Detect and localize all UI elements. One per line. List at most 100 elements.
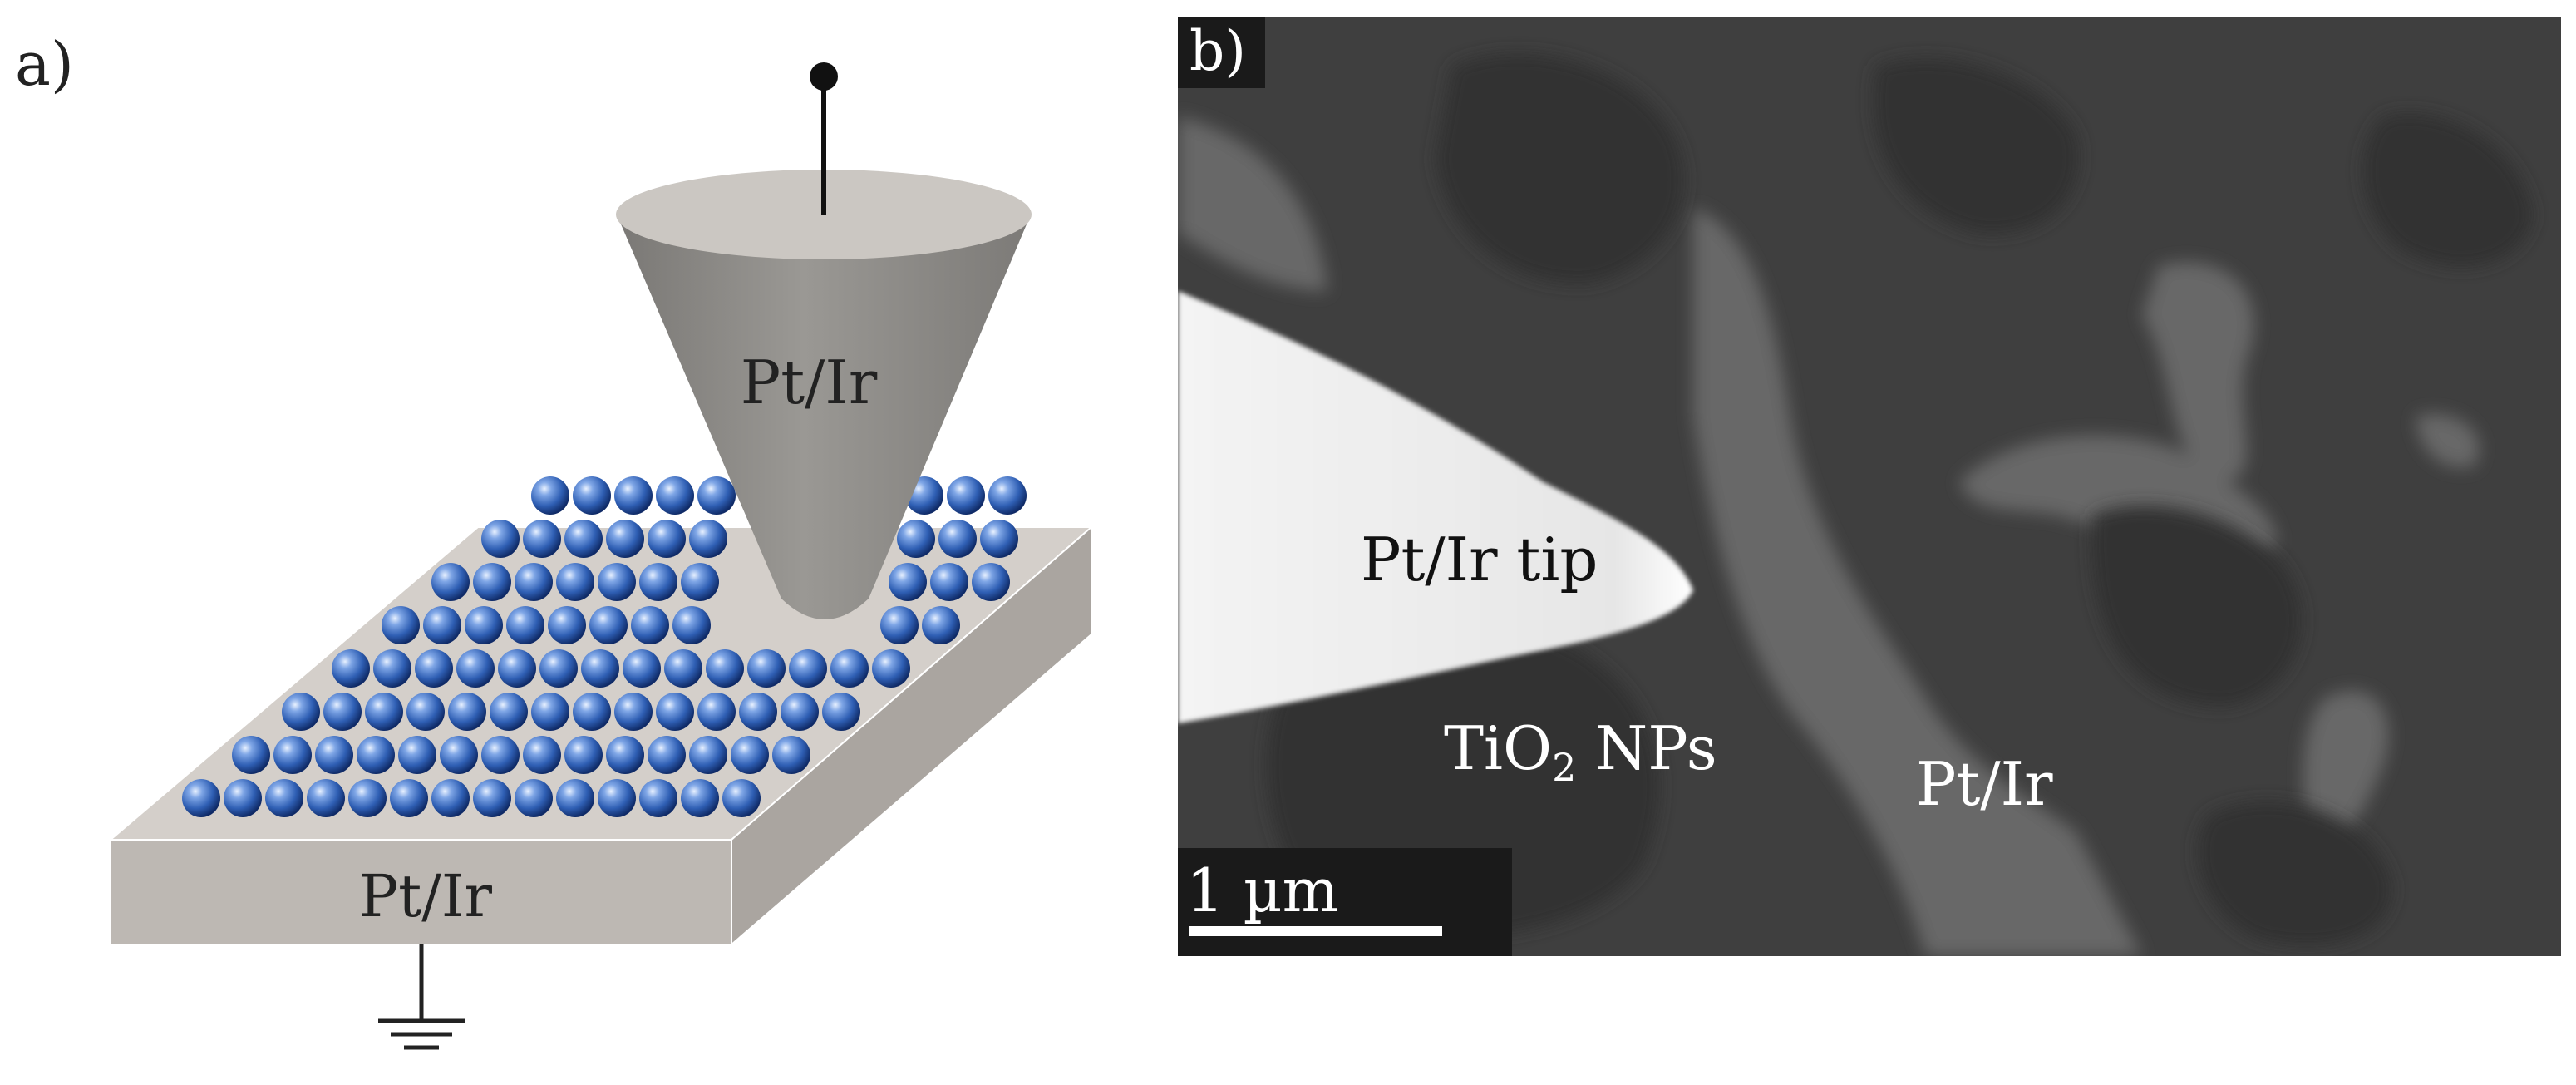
nanoparticle [614, 693, 653, 731]
nanoparticle [465, 606, 503, 644]
nanoparticle [830, 649, 869, 688]
micrograph-svg: b) Pt/Ir tip TiO2 NPs Pt/Ir 1 µm [1178, 17, 2561, 956]
nanoparticle [224, 779, 262, 817]
nanoparticle [789, 649, 827, 688]
nanoparticle [947, 476, 985, 515]
nanoparticle [689, 736, 727, 774]
nanoparticle [307, 779, 345, 817]
nanoparticle [556, 563, 594, 601]
nanoparticle [431, 779, 470, 817]
nanoparticle [498, 649, 536, 688]
nanoparticle [481, 736, 520, 774]
nanoparticle [332, 649, 370, 688]
nanoparticle [781, 693, 819, 731]
nanoparticle [697, 476, 736, 515]
nanoparticle [423, 606, 461, 644]
nanoparticle [415, 649, 453, 688]
nanoparticle [273, 736, 312, 774]
nanoparticle [232, 736, 270, 774]
nanoparticle [614, 476, 653, 515]
nanoparticle [606, 520, 644, 558]
nanoparticle [639, 779, 677, 817]
nanoparticle [357, 736, 395, 774]
nanoparticle [531, 693, 569, 731]
nanoparticle [930, 563, 968, 601]
nanoparticle [531, 476, 569, 515]
sem-tip-label: Pt/Ir tip [1361, 525, 1598, 594]
nanoparticle [598, 563, 636, 601]
nanoparticle [606, 736, 644, 774]
nanoparticle [681, 779, 719, 817]
nanoparticle [398, 736, 436, 774]
nanoparticle [664, 649, 702, 688]
nanoparticle [564, 520, 603, 558]
nanoparticle [573, 693, 611, 731]
nanoparticle [739, 693, 777, 731]
nanoparticle [390, 779, 428, 817]
substrate-label: Pt/Ir [359, 862, 492, 930]
nanoparticle [656, 476, 694, 515]
nanoparticle [373, 649, 411, 688]
nanoparticle [440, 736, 478, 774]
nanoparticle [747, 649, 786, 688]
nanoparticle [731, 736, 769, 774]
nanoparticle [406, 693, 445, 731]
nanoparticle [490, 693, 528, 731]
probe-tip-label: Pt/Ir [741, 348, 878, 417]
nanoparticle-layer [182, 476, 1027, 817]
panel-b-label: b) [1189, 19, 1246, 83]
nanoparticle [581, 649, 619, 688]
nanoparticle-label: TiO2 NPs [1444, 713, 1717, 790]
nanoparticle [523, 736, 561, 774]
nanoparticle [672, 606, 711, 644]
panel-b-label-box [1178, 17, 1265, 88]
scale-bar-line [1189, 926, 1442, 936]
nanoparticle [589, 606, 628, 644]
nanoparticle [556, 779, 594, 817]
nanoparticle [506, 606, 544, 644]
nanoparticle [473, 563, 511, 601]
nanoparticle [689, 520, 727, 558]
probe-cone-body [617, 215, 1031, 619]
nanoparticle [315, 736, 353, 774]
nanoparticle [548, 606, 586, 644]
nanoparticle [722, 779, 761, 817]
nanoparticle [182, 779, 220, 817]
schematic-svg: a) Pt/Ir Pt/Ir [15, 29, 1094, 1050]
nanoparticle [897, 520, 935, 558]
nanoparticle [681, 563, 719, 601]
nanoparticle [872, 649, 910, 688]
nanoparticle [323, 693, 362, 731]
scale-bar-label: 1 µm [1186, 856, 1339, 925]
nanoparticle [648, 520, 686, 558]
nanoparticle [822, 693, 860, 731]
sem-tip [1178, 291, 1693, 723]
nanoparticle [523, 520, 561, 558]
nanoparticle [697, 693, 736, 731]
nanoparticle [922, 606, 960, 644]
nanoparticle [938, 520, 977, 558]
nanoparticle [382, 606, 420, 644]
substrate-region-label: Pt/Ir [1916, 749, 2053, 819]
nanoparticle [515, 779, 553, 817]
nanoparticle [448, 693, 486, 731]
panel-b-micrograph: b) Pt/Ir tip TiO2 NPs Pt/Ir 1 µm [1178, 17, 2561, 956]
scale-bar: 1 µm [1178, 848, 1512, 956]
nanoparticle [365, 693, 403, 731]
nanoparticle [980, 520, 1018, 558]
probe-contact-icon [810, 62, 838, 91]
nanoparticle [648, 736, 686, 774]
nanoparticle [539, 649, 578, 688]
nanoparticle [515, 563, 553, 601]
nanoparticle [772, 736, 810, 774]
panel-a-schematic: a) Pt/Ir Pt/Ir [0, 0, 1164, 1082]
nanoparticle [431, 563, 470, 601]
scale-bar-box [1178, 848, 1512, 956]
nanoparticle [889, 563, 927, 601]
nanoparticle [656, 693, 694, 731]
nanoparticle [564, 736, 603, 774]
nanoparticle [623, 649, 661, 688]
substrate-front-face [110, 839, 732, 945]
nanoparticle [706, 649, 744, 688]
nanoparticle [573, 476, 611, 515]
